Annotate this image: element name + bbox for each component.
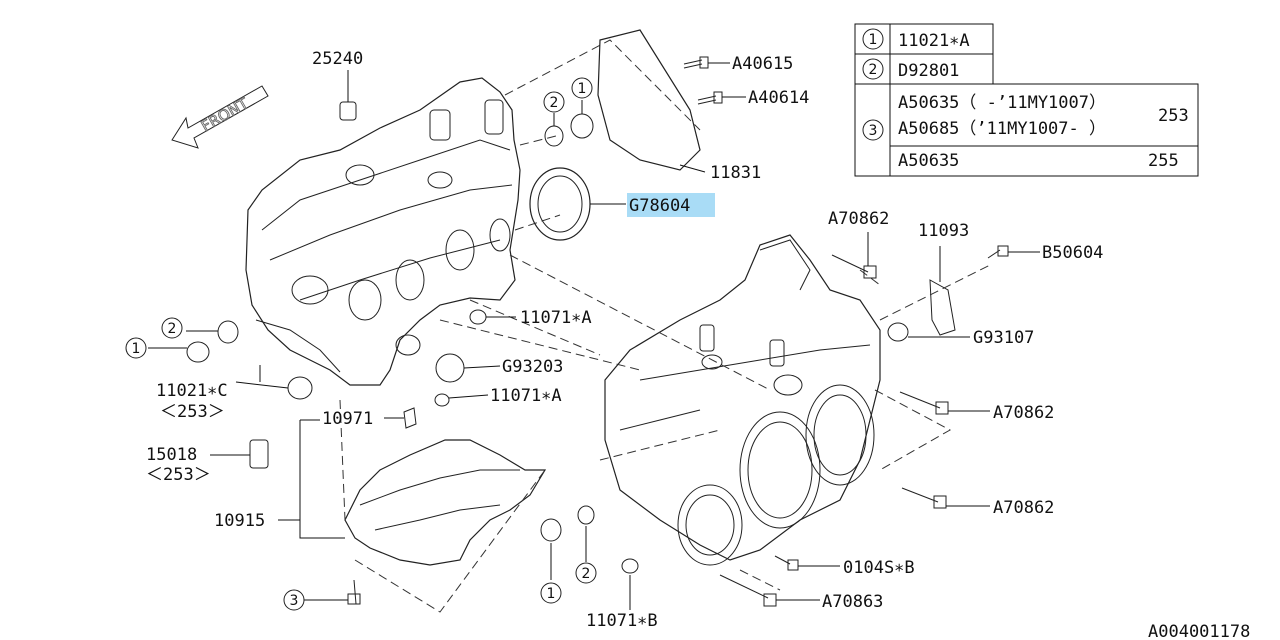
table-part-2: D92801 (898, 61, 959, 81)
callout-25240: 25240 (312, 49, 363, 69)
plug-upper (570, 113, 594, 139)
o-ring-lower (577, 505, 595, 525)
svg-text:2: 2 (550, 95, 559, 111)
gasket-g93203 (435, 353, 465, 383)
bolt-a70863 (719, 574, 769, 599)
table-row-3: 3 A50635（ -’11MY1007） A50685（’11MY1007- … (862, 93, 1189, 171)
callout-b50604: B50604 (1042, 243, 1103, 263)
assembly-lines (339, 39, 991, 613)
ref-markers: 1 2 2 1 3 1 2 (125, 77, 597, 611)
front-label: FRONT (198, 94, 252, 136)
callout-15018-qty: ＜253＞ (146, 465, 211, 485)
oil-seal (529, 167, 591, 241)
svg-text:3: 3 (290, 593, 299, 609)
left-crankcase (245, 77, 521, 386)
callout-11071a-1: 11071∗A (520, 308, 592, 328)
bolt-ref3 (353, 579, 357, 605)
callout-a40614: A40614 (748, 88, 809, 108)
callout-11093: 11093 (918, 221, 969, 241)
callout-11021c: 11021∗C (156, 381, 228, 401)
callout-a70863: A70863 (822, 592, 883, 612)
callout-11831: 11831 (710, 163, 761, 183)
plug-lower (540, 518, 562, 542)
ref-marker-3-bottom: 3 (283, 589, 305, 611)
table-part-3b: A50685（’11MY1007- ） (898, 119, 1106, 139)
gasket-g93107 (887, 322, 909, 342)
callout-11071b: 11071∗B (586, 611, 658, 631)
sensor-part (339, 101, 357, 121)
table-part-3a: A50635（ -’11MY1007） (898, 93, 1106, 113)
ref-marker-1-left: 1 (125, 337, 147, 359)
callout-11071a-2: 11071∗A (490, 386, 562, 406)
callout-10915: 10915 (214, 511, 265, 531)
bolt-a70862-mid (899, 391, 941, 409)
callout-10971: 10971 (322, 409, 373, 429)
baffle-plate (344, 439, 547, 566)
callout-a70862-mid: A70862 (993, 403, 1054, 423)
bolt-a40614 (697, 95, 717, 105)
svg-text:2: 2 (168, 321, 177, 337)
highlight-g78604 (627, 193, 715, 217)
table-row-1: 1 11021∗A (862, 28, 970, 51)
svg-text:1: 1 (547, 586, 556, 602)
bolt-a70862-low (901, 487, 939, 503)
o-ring-11071a-2 (434, 393, 450, 407)
table-row-2: 2 D92801 (862, 58, 959, 81)
ref-marker-2-bottom: 2 (575, 562, 597, 584)
leader-lines (148, 62, 1040, 610)
ref-marker-2-left: 2 (161, 317, 183, 339)
svg-text:2: 2 (582, 566, 591, 582)
callout-a40615: A40615 (732, 54, 793, 74)
plug-left (186, 341, 210, 363)
callout-labels: 25240 A40615 A40614 11831 G78604 A70862 … (146, 49, 1250, 640)
ref-marker-2-top: 2 (543, 91, 565, 113)
callout-a70862-low: A70862 (993, 498, 1054, 518)
fitting-15018 (249, 439, 269, 469)
svg-text:2: 2 (869, 62, 878, 78)
o-ring-left (217, 320, 239, 344)
reference-table: 1 11021∗A 2 D92801 3 A50635（ -’11MY1007）… (854, 23, 1199, 177)
callout-15018: 15018 (146, 445, 197, 465)
o-ring-11071a-1 (469, 309, 487, 325)
bracket-11093 (929, 279, 956, 336)
o-ring-11071b (621, 558, 639, 574)
callout-g93107: G93107 (973, 328, 1034, 348)
callout-0104s-b: 0104S∗B (843, 558, 915, 578)
right-crankcase (604, 234, 881, 566)
svg-text:1: 1 (132, 341, 141, 357)
table-qty-253: 253 (1158, 106, 1189, 126)
ref-marker-1-top: 1 (571, 77, 593, 99)
cover-plate (597, 29, 701, 171)
clip-10971 (403, 407, 417, 429)
front-arrow-icon: FRONT (171, 85, 269, 149)
table-part-3c: A50635 (898, 151, 959, 171)
bolt-a70862-top (831, 254, 869, 273)
diagram-id: A004001178 (1148, 622, 1250, 640)
table-part-1: 11021∗A (898, 31, 970, 51)
callout-g93203: G93203 (502, 357, 563, 377)
callout-a70862-top: A70862 (828, 209, 889, 229)
svg-text:1: 1 (869, 32, 878, 48)
ref-marker-1-bottom: 1 (540, 582, 562, 604)
svg-text:3: 3 (869, 123, 878, 139)
plug-11021c (287, 376, 313, 400)
callout-g78604[interactable]: G78604 (629, 196, 690, 216)
callout-11021c-qty: ＜253＞ (160, 402, 225, 422)
table-qty-255: 255 (1148, 151, 1179, 171)
bolt-a40615 (683, 59, 703, 69)
svg-text:1: 1 (578, 81, 587, 97)
